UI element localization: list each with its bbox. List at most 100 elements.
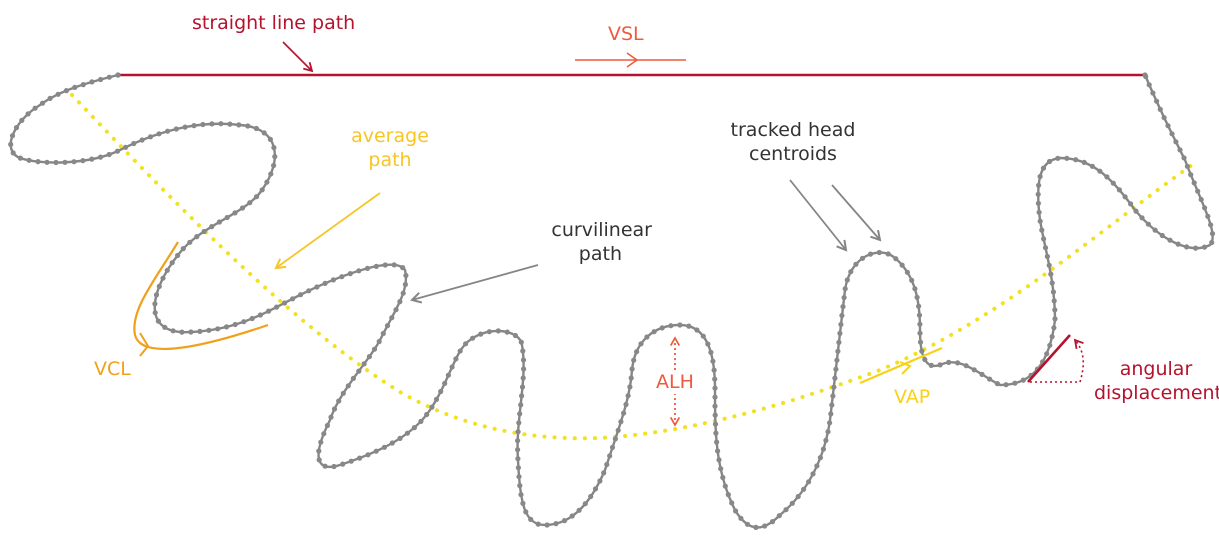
head-centroid-dot bbox=[382, 262, 388, 268]
head-centroid-dot bbox=[1042, 245, 1049, 251]
head-centroid-dot bbox=[397, 299, 403, 305]
head-centroid-dot bbox=[1050, 289, 1056, 295]
head-centroid-dot bbox=[155, 318, 161, 324]
head-centroid-dot bbox=[904, 269, 911, 275]
head-centroid-dot bbox=[201, 228, 207, 235]
head-centroid-dot bbox=[839, 312, 845, 319]
head-centroid-dot bbox=[224, 214, 230, 221]
head-centroid-dot bbox=[1081, 159, 1087, 165]
head-centroid-dot bbox=[1122, 194, 1128, 200]
head-centroid-dot bbox=[1146, 82, 1152, 88]
head-centroid-dot bbox=[1073, 157, 1079, 163]
head-centroid-dot bbox=[1048, 271, 1054, 277]
head-centroid-dot bbox=[356, 268, 362, 274]
head-centroid-dot bbox=[827, 420, 833, 426]
head-centroid-dot bbox=[261, 130, 267, 136]
head-centroid-dot bbox=[1175, 241, 1181, 247]
head-centroid-dot bbox=[627, 384, 633, 390]
head-centroid-dot bbox=[147, 134, 154, 140]
head-centroid-dot bbox=[429, 404, 435, 410]
head-centroid-dot bbox=[762, 523, 768, 529]
curvilinear-label-line1: curvilinear bbox=[551, 219, 652, 241]
head-centroid-dot bbox=[867, 251, 874, 257]
head-centroid-dot bbox=[1173, 139, 1179, 145]
average-path-label-line1: average bbox=[351, 125, 429, 147]
head-centroid-dot bbox=[227, 121, 233, 127]
vap-arrow bbox=[859, 346, 943, 385]
head-centroid-dot bbox=[298, 292, 304, 298]
head-centroid-dot bbox=[708, 349, 714, 355]
head-centroid-dot bbox=[72, 84, 78, 90]
head-centroid-dot bbox=[245, 123, 251, 129]
head-centroid-dot bbox=[694, 327, 700, 333]
head-centroid-dot bbox=[919, 348, 925, 354]
head-centroid-dot bbox=[179, 329, 185, 335]
head-centroid-dot bbox=[521, 366, 527, 372]
head-centroid-dot bbox=[1152, 227, 1158, 233]
head-centroid-dot bbox=[744, 521, 751, 527]
head-centroid-dot bbox=[1143, 73, 1149, 80]
head-centroid-dot bbox=[1040, 165, 1047, 171]
head-centroid-dot bbox=[517, 483, 523, 489]
head-centroid-dot bbox=[247, 200, 253, 206]
head-centroid-dot bbox=[402, 281, 408, 288]
head-centroid-dot bbox=[625, 393, 631, 399]
head-centroid-dot bbox=[1051, 325, 1057, 331]
head-centroid-dot bbox=[457, 348, 463, 354]
vsl-arrow-head bbox=[626, 52, 639, 68]
head-centroid-dot bbox=[712, 376, 718, 382]
head-centroid-dot bbox=[830, 393, 836, 399]
vap-arrow-head bbox=[899, 361, 912, 375]
head-centroid-dot bbox=[1159, 232, 1165, 239]
head-centroid-dot bbox=[114, 148, 121, 154]
head-centroid-dot bbox=[1128, 201, 1134, 207]
head-centroid-dot bbox=[391, 262, 397, 268]
head-centroid-dot bbox=[631, 357, 637, 363]
head-centroid-dot bbox=[268, 171, 274, 177]
head-centroid-dot bbox=[322, 280, 328, 286]
head-centroid-dot bbox=[504, 329, 510, 335]
straight-line-path-label: straight line path bbox=[192, 12, 356, 34]
head-centroid-dot bbox=[156, 131, 162, 137]
head-centroid-dot bbox=[1046, 158, 1053, 165]
head-centroid-dot bbox=[623, 401, 629, 408]
head-centroid-dot bbox=[806, 479, 812, 485]
head-centroid-dot bbox=[152, 301, 158, 307]
tracked-head-arrow-1 bbox=[789, 179, 848, 252]
head-centroid-dot bbox=[449, 364, 455, 370]
head-centroid-dot bbox=[604, 461, 610, 468]
head-centroid-dot bbox=[267, 136, 273, 142]
head-centroid-dot bbox=[1046, 262, 1052, 268]
head-centroid-dot bbox=[515, 465, 522, 471]
head-centroid-dot bbox=[823, 437, 829, 443]
head-centroid-dot bbox=[80, 82, 86, 88]
head-centroid-dot bbox=[35, 159, 41, 165]
head-centroid-dot bbox=[8, 141, 14, 147]
head-centroid-dot bbox=[106, 74, 112, 80]
head-centroid-dot bbox=[314, 284, 320, 290]
head-centroid-dot bbox=[403, 272, 409, 279]
head-centroid-dot bbox=[290, 296, 296, 302]
head-centroid-dot bbox=[442, 380, 448, 386]
head-centroid-dot bbox=[197, 328, 203, 334]
head-centroid-dot bbox=[1208, 222, 1214, 228]
head-centroid-dot bbox=[115, 72, 121, 78]
head-centroid-dot bbox=[922, 356, 928, 363]
head-centroid-dot bbox=[609, 444, 616, 450]
tracked-head-label-line1: tracked head bbox=[730, 119, 856, 141]
head-centroid-dot bbox=[1052, 307, 1058, 313]
curvilinear-path-label: curvilinear path bbox=[512, 218, 652, 266]
head-centroid-dot bbox=[705, 341, 711, 347]
head-centroid-dot bbox=[173, 126, 179, 132]
head-centroid-dot bbox=[831, 384, 837, 390]
head-centroid-dot bbox=[885, 251, 891, 257]
head-centroid-dot bbox=[836, 339, 842, 345]
head-centroid-dot bbox=[1037, 218, 1043, 224]
head-centroid-dot bbox=[13, 125, 20, 131]
head-centroid-dot bbox=[80, 158, 86, 164]
head-centroid-dot bbox=[348, 458, 354, 464]
head-centroid-dot bbox=[814, 463, 820, 469]
head-centroid-dot bbox=[776, 513, 782, 519]
head-centroid-dot bbox=[651, 329, 657, 335]
head-centroid-dot bbox=[340, 461, 346, 467]
